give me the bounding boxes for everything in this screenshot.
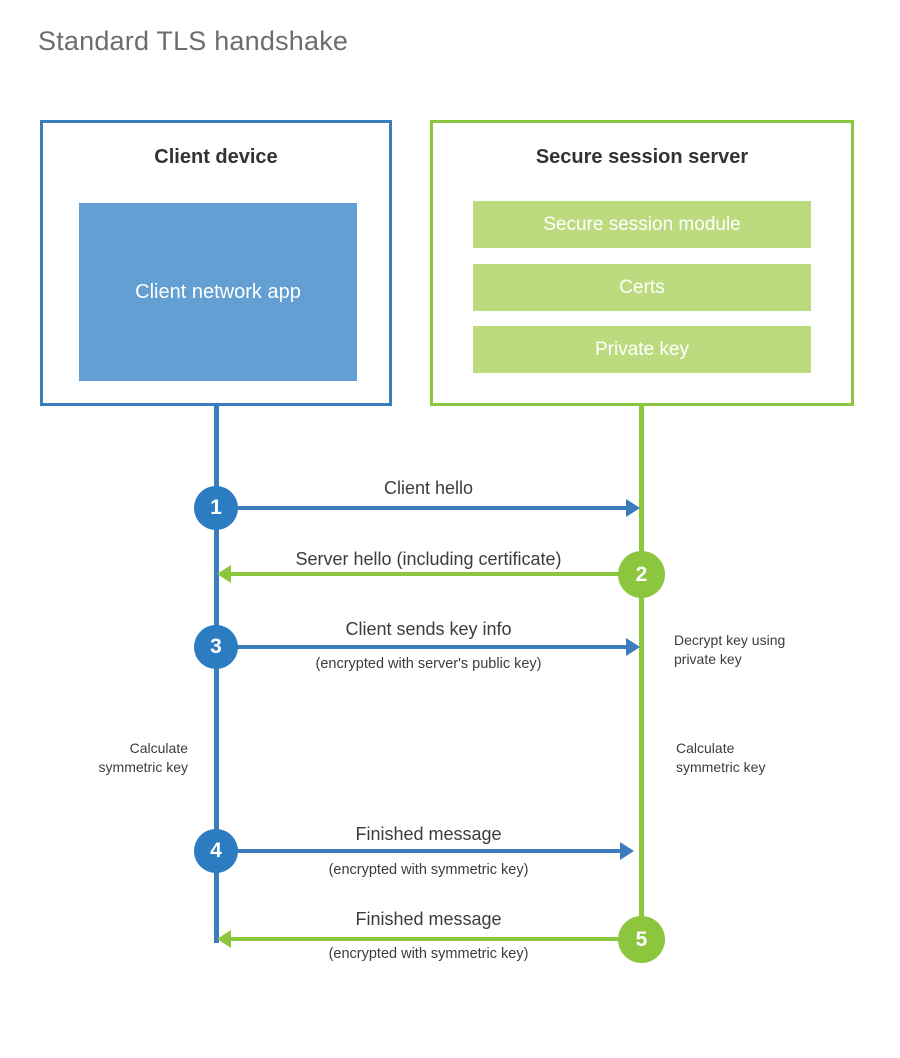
- step-5-arrow-head-left-icon: [217, 930, 231, 948]
- step-2-main-label: Server hello (including certificate): [295, 549, 562, 569]
- client-device-panel: Client device Client network app: [40, 120, 392, 406]
- step-4-arrow-head-right-icon: [620, 842, 634, 860]
- step-badge-5: 5: [618, 916, 665, 963]
- step-2-arrow-line: [231, 572, 622, 576]
- server-lifeline: [639, 403, 644, 941]
- server-bar-certs: Certs: [473, 264, 811, 311]
- step-4-arrow-line: [216, 849, 620, 853]
- step-4-main-label: Finished message: [355, 824, 502, 844]
- step-badge-4: 4: [194, 829, 238, 873]
- client-network-app-box: Client network app: [79, 203, 357, 381]
- step-3-main-label: Client sends key info: [345, 619, 512, 639]
- step-3-arrow-head-right-icon: [626, 638, 640, 656]
- note-decrypt-key-line-2: private key: [674, 650, 742, 667]
- step-1-arrow-head-right-icon: [626, 499, 640, 517]
- step-badge-3: 3: [194, 625, 238, 669]
- step-badge-2: 2: [618, 551, 665, 598]
- note-decrypt-key: Decrypt key using private key: [674, 631, 859, 669]
- note-server-calc-line-2: symmetric key: [676, 758, 766, 775]
- note-client-calculate-symmetric-key: Calculate symmetric key: [20, 739, 188, 777]
- client-network-app-label: Client network app: [135, 280, 301, 303]
- secure-session-server-heading: Secure session server: [535, 146, 749, 168]
- step-4-sub-label: (encrypted with symmetric key): [328, 862, 529, 878]
- note-client-calc-line-2: symmetric key: [98, 758, 188, 775]
- note-server-calculate-symmetric-key: Calculate symmetric key: [676, 739, 861, 777]
- step-5-sub-label: (encrypted with symmetric key): [328, 946, 529, 962]
- note-decrypt-key-line-1: Decrypt key using: [674, 632, 786, 648]
- client-device-heading: Client device: [154, 146, 278, 168]
- note-server-calc-line-1: Calculate: [676, 740, 735, 756]
- step-5-arrow-line: [231, 937, 622, 941]
- step-3-sub-label: (encrypted with server's public key): [315, 656, 542, 672]
- note-client-calc-line-1: Calculate: [129, 740, 188, 756]
- server-bar-secure-session-module: Secure session module: [473, 201, 811, 248]
- page-title: Standard TLS handshake: [38, 26, 349, 56]
- step-2-arrow-head-left-icon: [217, 565, 231, 583]
- secure-session-server-panel: Secure session server Secure session mod…: [430, 120, 854, 406]
- step-1-main-label: Client hello: [383, 478, 474, 498]
- step-3-arrow-line: [216, 645, 626, 649]
- step-badge-1: 1: [194, 486, 238, 530]
- server-bar-private-key: Private key: [473, 326, 811, 373]
- step-5-main-label: Finished message: [355, 909, 502, 929]
- step-1-arrow-line: [216, 506, 626, 510]
- client-lifeline: [214, 403, 219, 943]
